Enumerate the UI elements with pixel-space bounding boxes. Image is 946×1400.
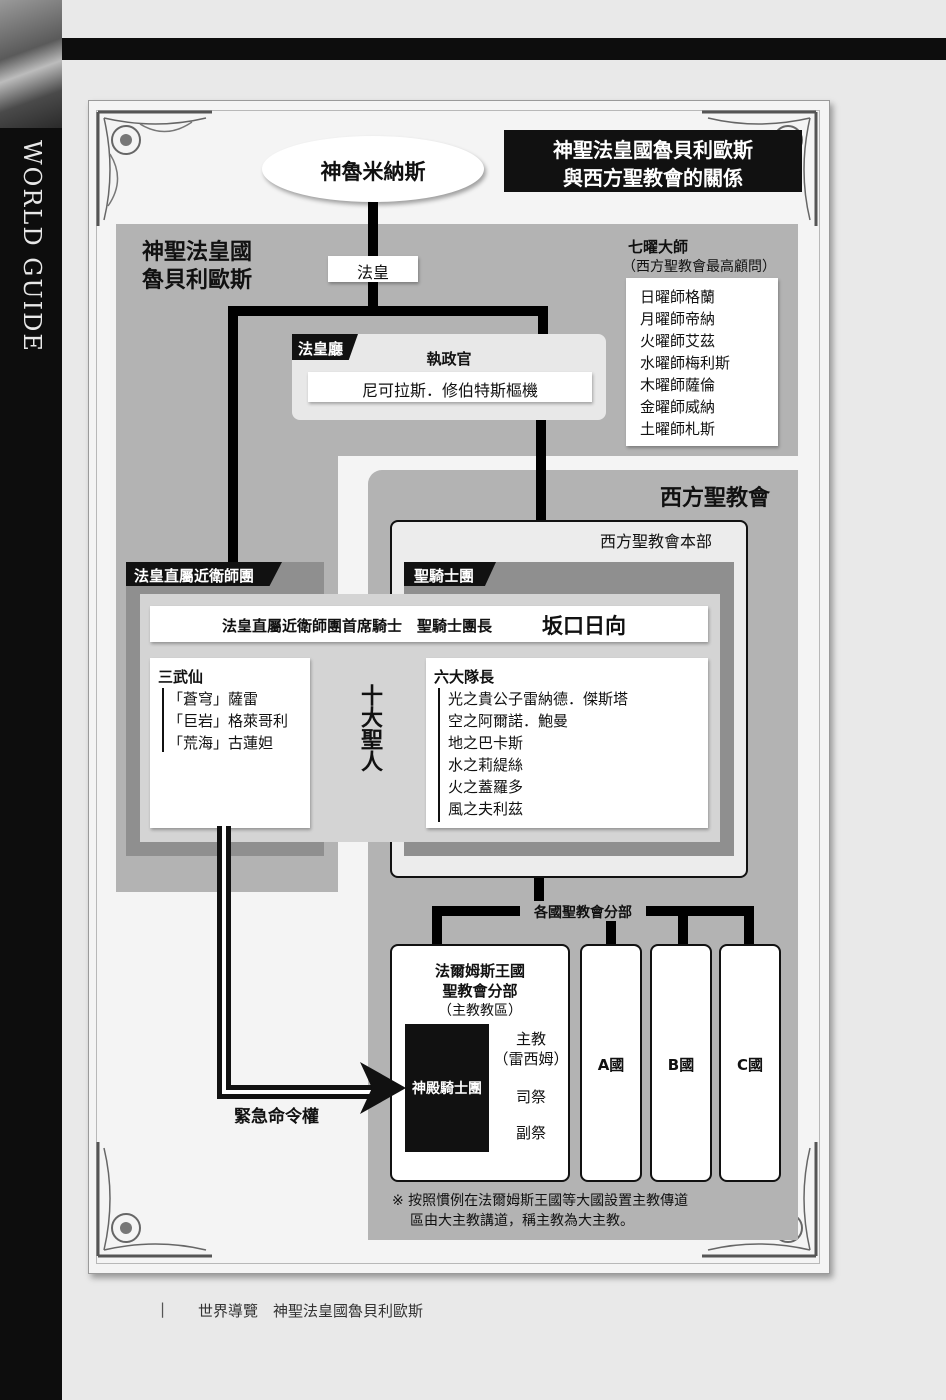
guard-members-box [150,658,310,828]
line-to-office [538,306,548,340]
knights-member: 空之阿爾諾．鮑曼 [448,712,569,730]
top-node [262,136,484,202]
pope-office-role: 執政官 [426,350,472,368]
line-branch-c [744,906,754,946]
footer-text: 世界導覽 神聖法皇國魯貝利歐斯 [198,1302,424,1320]
pope-office-tab [292,334,358,360]
pope-label: 法皇 [356,263,389,282]
diagram-frame-inner [96,110,820,1264]
seven-masters-title: 七曜大師 [628,238,689,256]
seven-masters-subtitle: （西方聖教會最高顧問） [622,259,776,275]
guard-member: 「巨岩」格萊哥利 [168,712,289,730]
falmuth-line3: （主教教區） [438,1003,522,1019]
knights-member: 光之貴公子雷納德．傑斯塔 [448,690,629,708]
knights-group-title: 六大隊長 [434,668,495,686]
nation-name-line2: 魯貝利歐斯 [142,268,253,293]
ten-saints-label: 十大聖人 [357,684,382,772]
falmuth-line1: 法爾姆斯王國 [434,962,525,980]
rank-priest: 司祭 [515,1088,546,1106]
knights-member: 火之蓋羅多 [448,778,524,796]
guard-tab [126,562,282,586]
seven-master-item: 水曜師梅利斯 [640,354,731,372]
leader-name: 坂口日向 [542,614,626,638]
knights-member: 風之夫利茲 [448,800,524,818]
top-node-label: 神魯米納斯 [320,160,426,184]
emergency-label: 緊急命令權 [234,1107,319,1127]
seven-master-item: 木曜師薩倫 [640,376,716,394]
corner-ornament-icon [96,1142,212,1258]
knights-bracket [438,688,440,822]
footer-mark: | [160,1300,166,1318]
country-c-label: C國 [736,1056,763,1074]
country-a-box [580,944,642,1182]
note-line2: 區由大主教講道，稱主教為大主教。 [410,1213,634,1229]
knights-member: 地之巴卡斯 [448,734,524,752]
rank-deacon: 副祭 [515,1124,546,1142]
pope-office-tab-label: 法皇廳 [298,340,344,358]
line-to-church [536,416,546,520]
seven-masters-box [626,278,778,446]
seven-master-item: 月曜師帝納 [640,310,716,328]
leader-prefix: 法皇直屬近衛師團首席騎士 聖騎士團長 [222,617,493,635]
note-line1: ※ 按照慣例在法爾姆斯王國等大國設置主教傳道 [392,1193,689,1209]
line-branch-a [606,906,616,946]
pope-box [328,256,418,282]
guard-bracket [162,688,164,752]
corner-ornament-icon [96,110,212,226]
seven-master-item: 土曜師札斯 [640,420,716,438]
side-label: WORLD GUIDE [18,140,46,353]
top-rule [62,38,946,60]
knights-members-box [426,658,708,828]
knights-member: 水之莉緹絲 [448,756,524,774]
church-hq-label: 西方聖教會本部 [600,532,713,551]
country-a-label: A國 [597,1056,625,1074]
guard-member: 「蒼穹」薩雷 [168,690,259,708]
knights-tab-label: 聖騎士團 [414,567,475,585]
pope-office-person-box [308,372,592,402]
title-block [504,130,802,192]
guard-group-title: 三武仙 [158,668,204,686]
line-branch-falmuth [432,906,442,946]
church-name: 西方聖教會 [660,486,771,511]
side-bar [0,0,62,1400]
country-b-label: B國 [667,1056,695,1074]
falmuth-line2: 聖教會分部 [442,982,518,1000]
title-line2: 與西方聖教會的關係 [563,166,743,190]
knights-tab [404,562,496,586]
rank-bishop-name: （雷西姆） [493,1050,569,1068]
country-c-box [719,944,781,1182]
seven-master-item: 火曜師艾茲 [640,332,716,350]
pope-office-person: 尼可拉斯．修伯特斯樞機 [361,381,538,400]
guard-member: 「荒海」古蓮妲 [168,734,274,752]
line-pope-branch [228,306,548,316]
seven-master-item: 日曜師格蘭 [640,288,716,306]
branches-label: 各國聖教會分部 [534,905,632,921]
emergency-arrow-icon [217,826,406,1114]
line-to-guard [228,306,238,564]
side-photo [0,0,62,128]
leader-bar [150,606,708,642]
guard-tab-label: 法皇直屬近衛師團 [134,567,255,585]
nation-name-line1: 神聖法皇國 [142,240,253,265]
temple-knights-label: 神殿騎士團 [412,1081,482,1097]
line-hq-to-branches [534,878,544,908]
rank-bishop: 主教 [515,1030,546,1048]
title-line1: 神聖法皇國魯貝利歐斯 [553,138,753,162]
seven-master-item: 金曜師威納 [640,398,716,416]
branches-label-bg [520,901,646,921]
country-b-box [650,944,712,1182]
line-branch-b [678,906,688,946]
temple-knights-box [405,1024,489,1152]
